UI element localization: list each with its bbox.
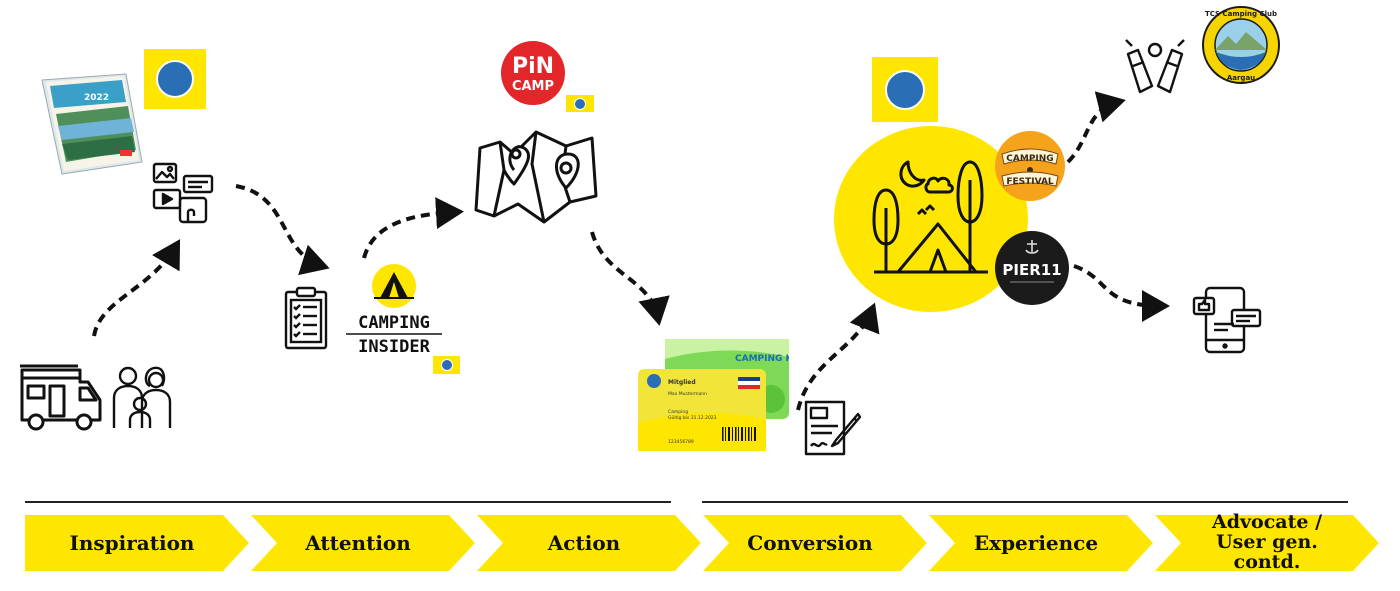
member-number: 123456789 [668, 439, 694, 445]
step-label: Advocate / User gen. contd. [1211, 511, 1323, 573]
arrow-insider-to-map [362, 197, 464, 259]
arrow-festival-to-glasses [1066, 91, 1126, 164]
step-action: Action [477, 515, 701, 571]
pier11-text: PIER11 [1002, 261, 1061, 279]
step-label: Action [547, 530, 621, 555]
member-valid: Gültig bis 31.12.2023 [668, 415, 717, 421]
club-ring-text: TCS Camping Club [1205, 10, 1277, 18]
arrow-form-to-circle [796, 302, 880, 411]
camping-scene-icon [872, 154, 990, 278]
camping-catalog-image: 2022 [36, 70, 148, 178]
member-name: Max Mustermann [668, 391, 707, 397]
family-icon [110, 364, 172, 430]
pincamp-logo: PiN CAMP [500, 40, 566, 106]
social-feedback-icon [1192, 284, 1264, 356]
tcs-logo-inspiration [144, 49, 206, 109]
festival-line2: FESTIVAL [1006, 177, 1054, 187]
camping-insider-line2: INSIDER [358, 337, 430, 357]
step-label: Inspiration [69, 530, 195, 555]
checklist-icon [283, 286, 329, 350]
arrow-media-to-checklist [235, 184, 330, 276]
step-experience: Experience [929, 515, 1153, 571]
pincamp-line2: CAMP [512, 79, 554, 94]
step-conversion: Conversion [703, 515, 927, 571]
pincamp-line1: PiN [512, 54, 554, 79]
member-type: Camping [668, 409, 688, 415]
step-attention: Attention [251, 515, 475, 571]
camper-van-icon [18, 360, 104, 434]
camping-insider-line1: CAMPING [358, 313, 430, 333]
step-inspiration: Inspiration [25, 515, 249, 571]
signature-form-icon [802, 396, 864, 458]
catalog-year: 2022 [84, 93, 109, 103]
camping-festival-logo: CAMPING FESTIVAL [994, 130, 1066, 202]
cheers-glasses-icon [1124, 36, 1186, 98]
step-label: Experience [973, 530, 1099, 555]
arrow-family-to-media [92, 239, 181, 337]
member-card: Mitglied Max Mustermann Camping Gültig b… [638, 369, 766, 451]
step-label: Attention [305, 530, 411, 555]
tcs-logo-insider [433, 356, 460, 374]
experience-circle [834, 126, 1028, 312]
member-label: Mitglied [668, 379, 696, 386]
camping-key-title: CAMPING Key [735, 354, 789, 364]
map-pins-icon [474, 124, 598, 226]
tcs-logo-experience [872, 57, 938, 122]
camping-insider-logo: CAMPING INSIDER [342, 264, 446, 358]
step-advocate: Advocate / User gen. contd. [1155, 511, 1379, 573]
tcs-logo-pincamp [566, 95, 594, 112]
tcs-camping-club-aargau-logo: TCS Camping Club Aargau [1202, 6, 1280, 84]
divider-right [702, 501, 1348, 503]
arrow-map-to-cards [590, 231, 670, 326]
divider-left [25, 501, 671, 503]
arrow-pier-to-phone [1073, 264, 1170, 322]
pier11-logo: PIER11 [994, 230, 1070, 306]
festival-line1: CAMPING [1006, 154, 1053, 164]
media-content-icon [150, 160, 216, 226]
club-bottom-text: Aargau [1227, 74, 1255, 82]
step-label: Conversion [747, 530, 873, 555]
